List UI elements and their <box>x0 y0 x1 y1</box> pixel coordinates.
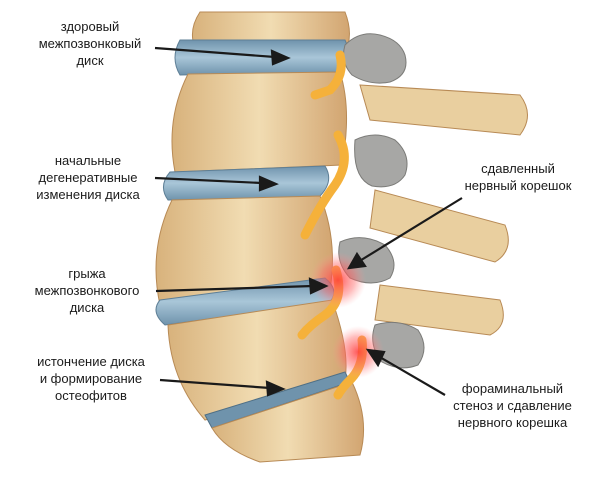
pointer-arrows <box>154 46 463 397</box>
arrow-compressed-root <box>357 197 463 263</box>
label-line: истончение диска <box>37 354 145 369</box>
arrow-hernia <box>155 284 314 293</box>
arrow-degenerative <box>154 176 263 185</box>
arrow-foraminal <box>377 355 446 396</box>
label-foraminal: фораминальный стеноз и сдавление нервног… <box>440 380 585 431</box>
label-line: сдавленный <box>481 161 555 176</box>
label-line: межпозвонковый <box>38 36 142 51</box>
arrow-thinning <box>159 378 271 390</box>
label-line: нервного корешка <box>457 415 568 430</box>
label-line: диска <box>69 300 105 315</box>
label-line: стеноз и сдавление <box>453 398 572 413</box>
arrow-healthy-disc <box>154 46 276 59</box>
label-line: остеофитов <box>55 388 127 403</box>
label-healthy-disc: здоровый межпозвонковый диск <box>22 18 158 69</box>
vertebra-2 <box>171 71 347 173</box>
label-hernia: грыжа межпозвонкового диска <box>18 265 156 316</box>
spinous-processes <box>359 84 528 336</box>
label-line: изменения диска <box>36 187 140 202</box>
label-line: и формирование <box>39 371 143 386</box>
label-line: начальные <box>54 153 122 168</box>
label-line: межпозвонкового <box>34 283 140 298</box>
label-line: нервный корешок <box>464 178 572 193</box>
label-line: диск <box>76 53 104 68</box>
label-line: здоровый <box>60 19 120 34</box>
label-line: дегенеративные <box>38 170 138 185</box>
label-line: грыжа <box>68 266 106 281</box>
label-degenerative: начальные дегенеративные изменения диска <box>20 152 156 203</box>
vertebra-5 <box>211 381 365 463</box>
label-thinning: истончение диска и формирование остеофит… <box>22 353 160 404</box>
label-compressed-root: сдавленный нервный корешок <box>453 160 583 194</box>
disc-healthy <box>174 39 349 76</box>
osteophytes <box>338 33 425 369</box>
label-line: фораминальный <box>461 381 564 396</box>
